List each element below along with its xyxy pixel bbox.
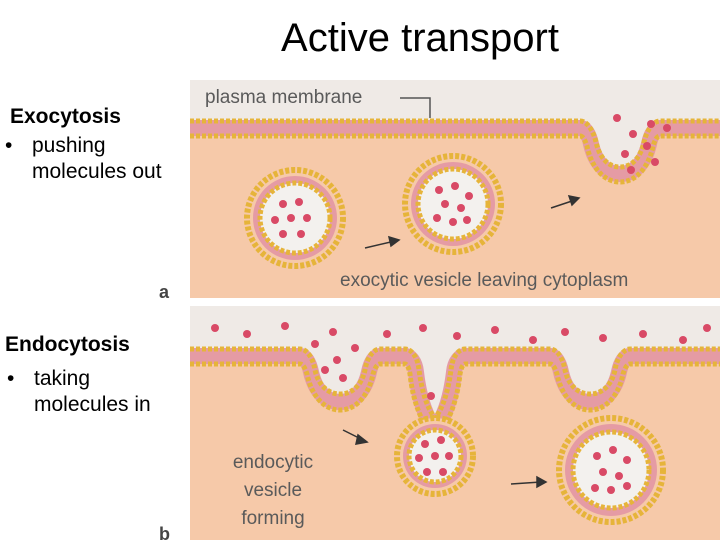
molecule [435,186,443,194]
molecule [421,440,429,448]
molecule [383,330,391,338]
panel-b-caption-line: forming [241,508,304,529]
molecule [561,328,569,336]
molecule [211,324,219,332]
molecule [311,340,319,348]
molecule [279,200,287,208]
molecule [287,214,295,222]
bullet-line: molecules in [34,393,151,416]
molecule [427,392,435,400]
membrane-label-leader [400,97,431,118]
molecule [339,374,347,382]
molecule [419,324,427,332]
panel-a-lipid-tails [190,120,720,183]
molecule [615,472,623,480]
molecule [321,366,329,374]
molecule [243,330,251,338]
molecule [439,468,447,476]
molecule [449,218,457,226]
molecule [643,142,651,150]
bullet-line: pushing [32,134,106,157]
molecule [679,336,687,344]
molecule [453,332,461,340]
molecule [329,328,337,336]
molecule [629,130,637,138]
exocytosis-bullet: • pushing molecules out [5,133,190,185]
molecule [623,456,631,464]
molecule [271,216,279,224]
molecule [465,192,473,200]
molecule [609,446,617,454]
bullet-line: molecules out [32,160,162,183]
arrow-icon [550,195,581,209]
molecule [423,468,431,476]
molecule [297,230,305,238]
molecule [431,452,439,460]
molecule [441,200,449,208]
vesicle-inner-heads [570,429,652,511]
slide-title: Active transport [281,16,559,60]
panel-a-letter: a [159,282,170,302]
panel-b-letter: b [159,524,170,540]
molecule [451,182,459,190]
panel-a-inner-heads [190,133,720,185]
panel-a-molecules [271,114,671,238]
vesicle-inner-heads [415,166,491,242]
molecule [351,344,359,352]
panel-a: plasma membrane exocytic vesicle leaving… [159,80,720,302]
molecule [295,198,303,206]
endocytosis-bullet: • taking molecules in [7,366,192,418]
molecule [333,356,341,364]
molecule [651,158,659,166]
endocytosis-heading: Endocytosis [5,333,130,356]
molecule [437,436,445,444]
exocytosis-heading: Exocytosis [10,105,121,128]
panel-a-outer-heads [190,118,720,170]
bullet-symbol: • [7,367,15,390]
molecule [647,120,655,128]
molecule [491,326,499,334]
panel-b-molecules [211,322,711,494]
bullet-line: taking [34,367,91,390]
molecule [623,482,631,490]
molecule [627,166,635,174]
molecule [591,484,599,492]
molecule [303,214,311,222]
molecule [593,452,601,460]
panel-b-caption-line: endocytic [233,452,313,473]
endocytic-vesicle [556,415,666,525]
molecule [415,454,423,462]
arrow-icon [342,429,369,445]
molecule [639,330,647,338]
molecule [457,204,465,212]
molecule [599,468,607,476]
arrow-icon [510,475,548,489]
molecule [463,216,471,224]
molecule [599,334,607,342]
molecule [663,124,671,132]
arrow-icon [364,235,401,249]
transport-figure: plasma membrane exocytic vesicle leaving… [155,78,720,540]
molecule [445,452,453,460]
molecule [607,486,615,494]
panel-b-caption-line: vesicle [244,480,302,501]
bullet-symbol: • [5,134,13,157]
exocytic-vesicle [402,153,504,255]
panel-b: endocytic vesicle forming b [159,306,720,540]
molecule [621,150,629,158]
molecule [279,230,287,238]
molecule [433,214,441,222]
molecule [281,322,289,330]
molecule [529,336,537,344]
molecule [703,324,711,332]
membrane-label: plasma membrane [205,87,362,108]
molecule [613,114,621,122]
panel-a-caption: exocytic vesicle leaving cytoplasm [340,270,628,291]
